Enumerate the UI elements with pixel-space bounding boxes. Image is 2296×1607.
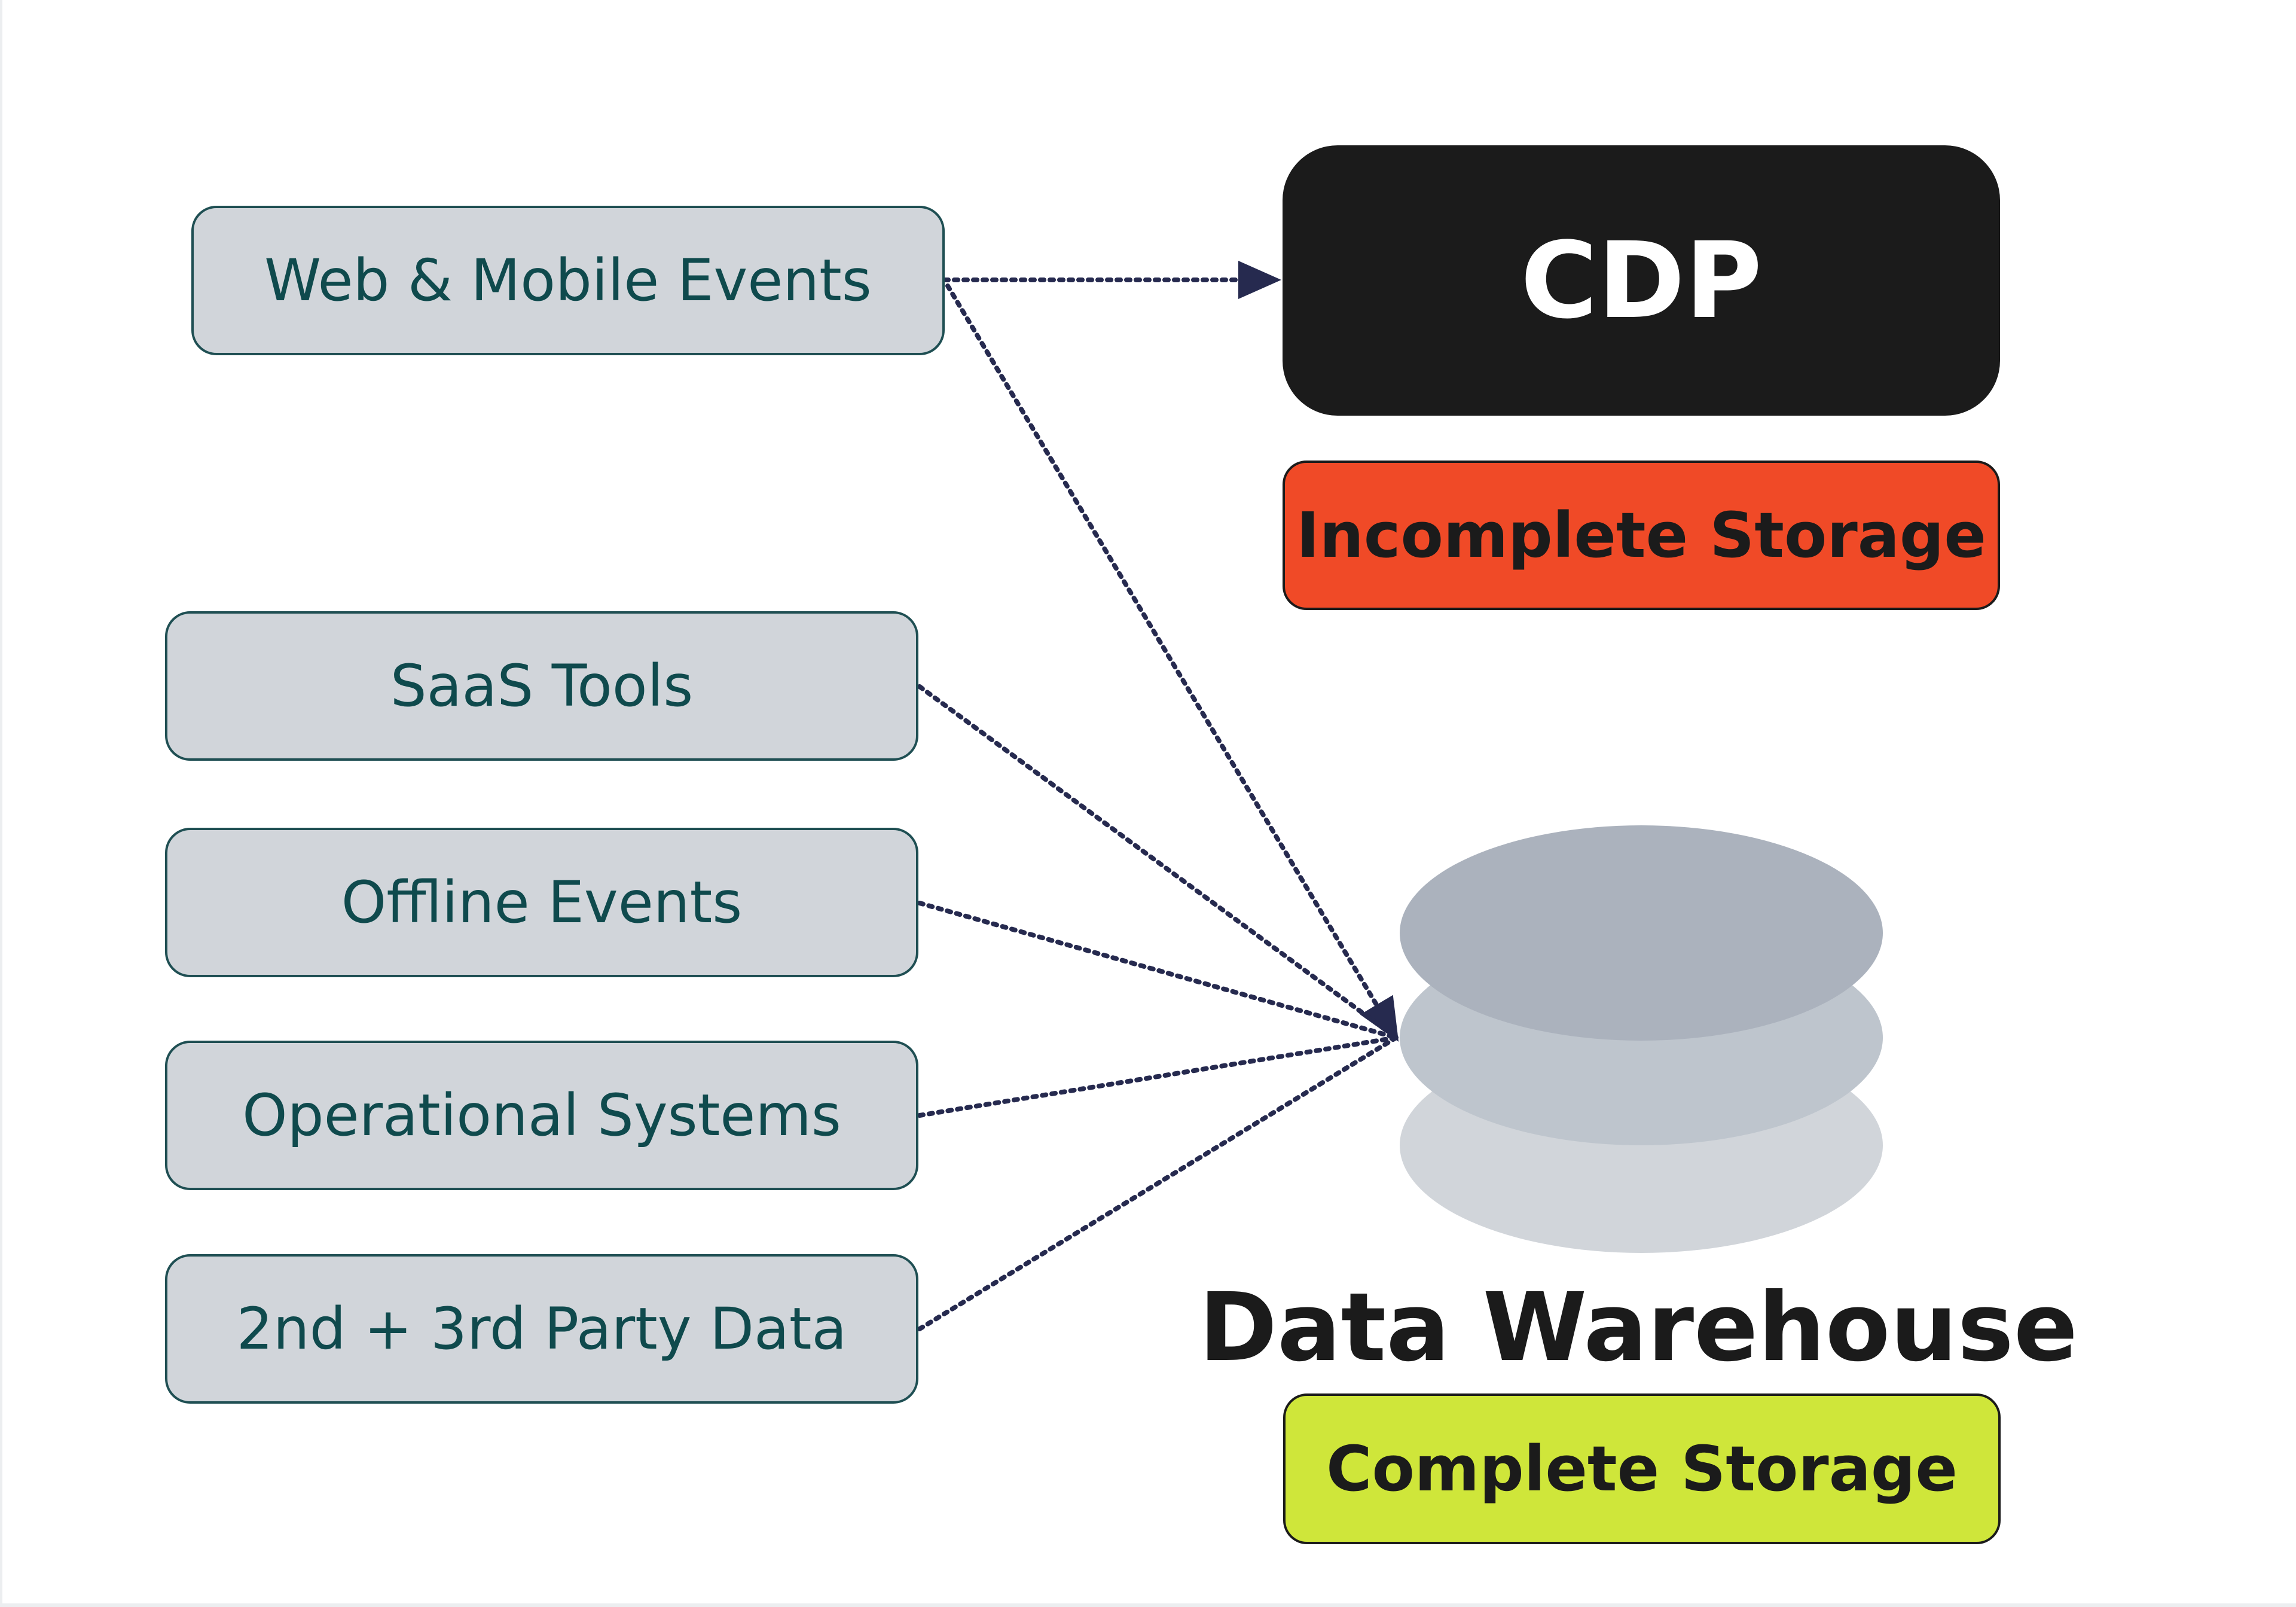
source-saas-tools: SaaS Tools <box>165 611 918 761</box>
source-saas-tools-label: SaaS Tools <box>390 652 694 719</box>
database-disk-top <box>1400 825 1883 1041</box>
source-web-mobile-events: Web & Mobile Events <box>191 206 945 355</box>
connector-web-to-warehouse <box>945 283 1399 1042</box>
source-offline-events-label: Offline Events <box>341 869 743 936</box>
connector-party-to-warehouse <box>917 1035 1399 1331</box>
source-operational-systems: Operational Systems <box>165 1041 918 1190</box>
source-web-mobile-events-label: Web & Mobile Events <box>264 247 872 314</box>
connector-operational-to-warehouse <box>917 1035 1399 1118</box>
cdp-box: CDP <box>1283 145 2000 416</box>
warehouse-status-label: Complete Storage <box>1326 1432 1958 1505</box>
cdp-label: CDP <box>1520 219 1763 342</box>
warehouse-title: Data Warehouse <box>1160 1262 2117 1393</box>
database-icon <box>1400 825 1883 1253</box>
warehouse-label: Data Warehouse <box>1199 1273 2078 1383</box>
warehouse-status-badge: Complete Storage <box>1283 1393 2001 1544</box>
source-party-data-label: 2nd + 3rd Party Data <box>236 1295 847 1362</box>
connector-offline-to-warehouse <box>917 901 1399 1040</box>
cdp-status-label: Incomplete Storage <box>1296 499 1986 572</box>
source-party-data: 2nd + 3rd Party Data <box>165 1254 918 1404</box>
source-offline-events: Offline Events <box>165 828 918 977</box>
connector-saas-to-warehouse <box>917 684 1399 1040</box>
cdp-status-badge: Incomplete Storage <box>1283 461 2000 610</box>
source-operational-systems-label: Operational Systems <box>242 1082 841 1149</box>
